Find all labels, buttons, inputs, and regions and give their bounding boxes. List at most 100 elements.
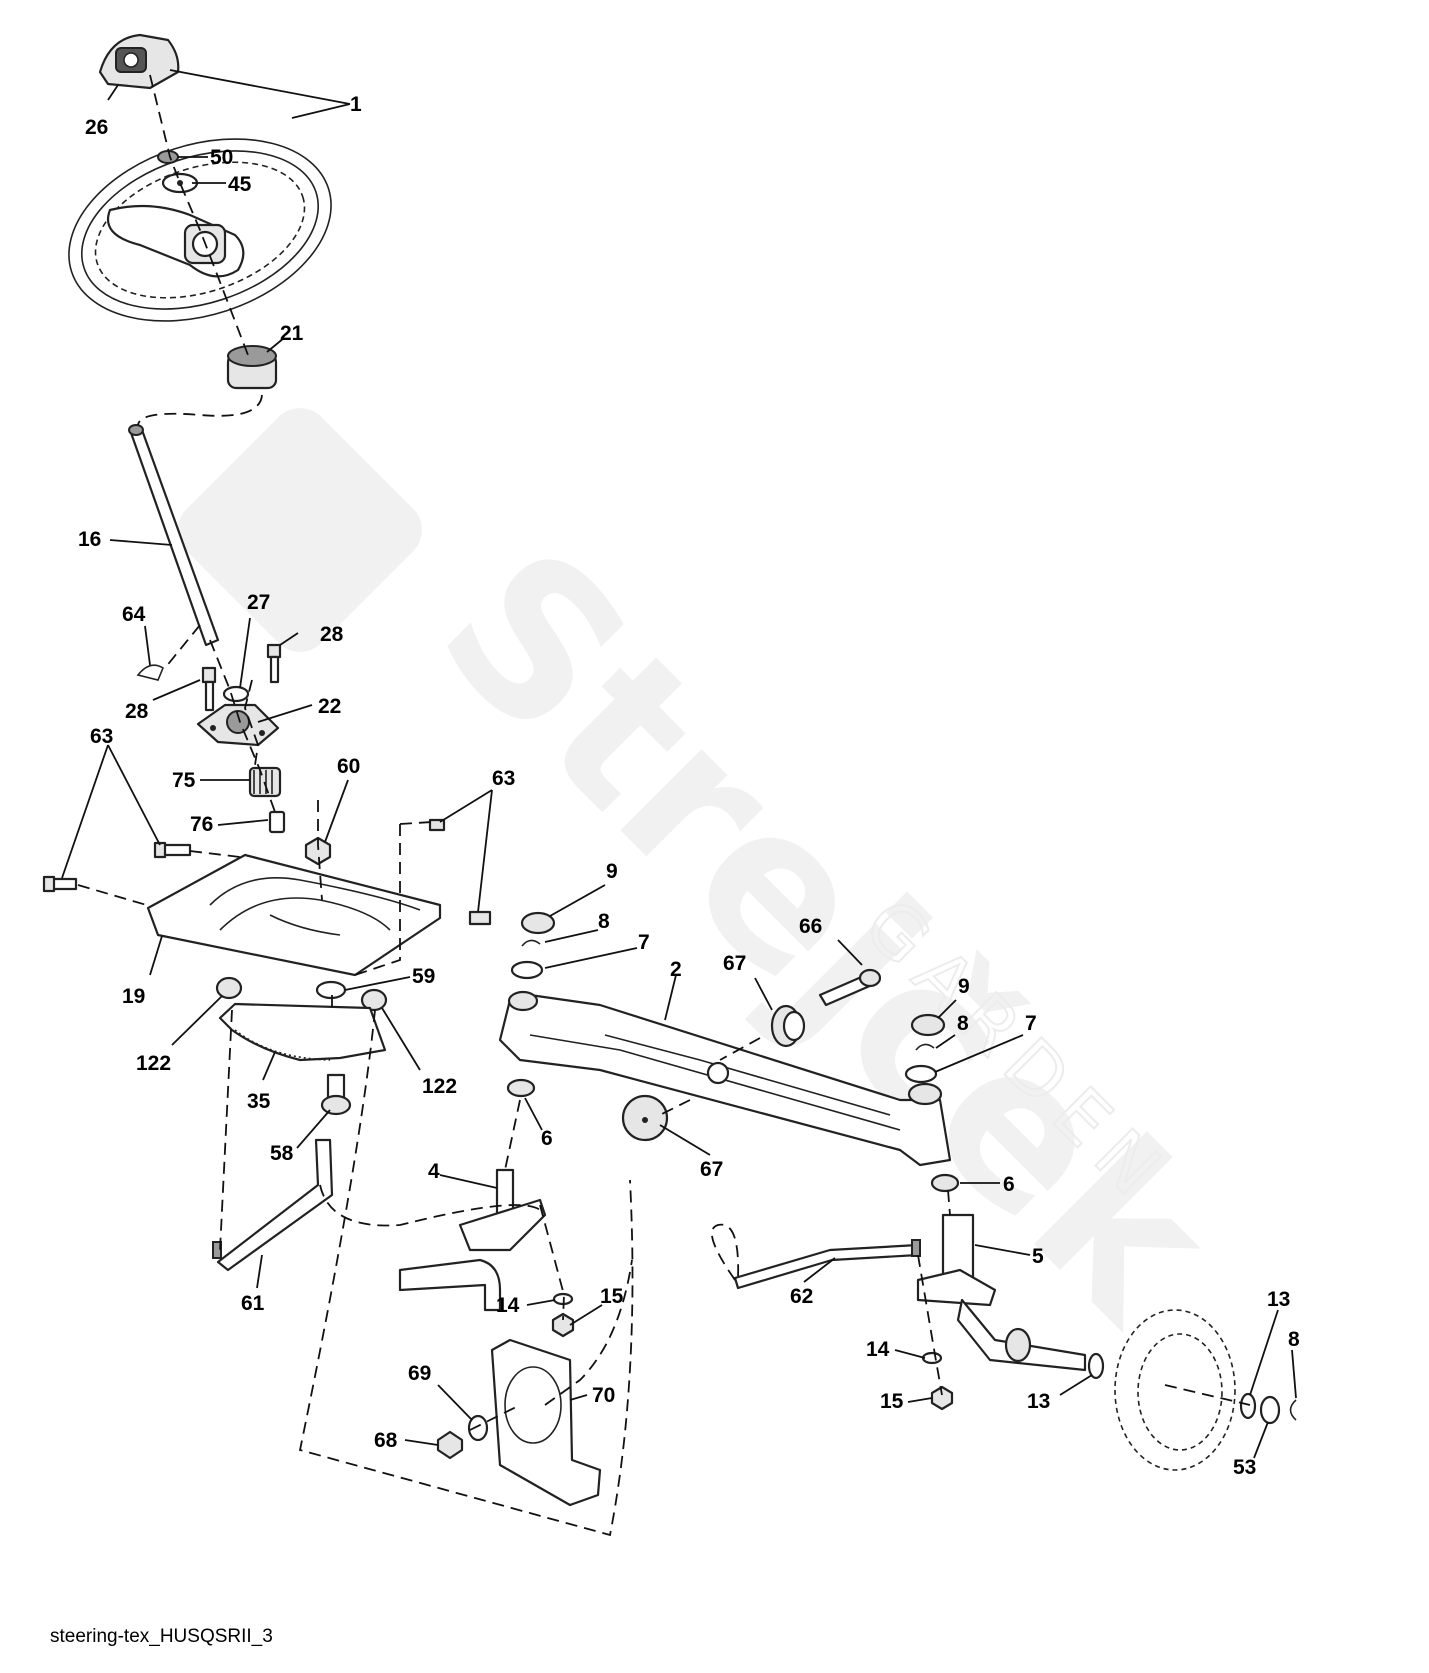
cap-9-right — [910, 1013, 946, 1037]
watermark-brand: Strejček — [395, 502, 1262, 1369]
bolt-28-right — [266, 643, 282, 684]
nut-122-right — [360, 988, 388, 1012]
callout-60: 60 — [337, 755, 360, 778]
bolt-28-left — [201, 666, 217, 712]
washer-7-right — [904, 1064, 938, 1084]
washer-13-inner — [1087, 1352, 1105, 1380]
nut-50 — [157, 150, 179, 164]
bushing-6-right — [930, 1173, 960, 1193]
callout-14-left: 14 — [496, 1294, 520, 1317]
callout-59: 59 — [412, 965, 435, 988]
callout-61: 61 — [241, 1292, 265, 1315]
callout-13-bottom: 13 — [1027, 1390, 1050, 1413]
front-wheel — [1114, 1309, 1236, 1471]
front-axle-2 — [498, 990, 952, 1167]
clip-64 — [136, 664, 165, 681]
callout-5: 5 — [1032, 1245, 1044, 1268]
callout-14-right: 14 — [866, 1338, 890, 1361]
washer-45 — [161, 172, 199, 194]
clip-8-left — [521, 939, 541, 947]
watermark-logo-icon — [178, 408, 422, 652]
callout-68: 68 — [374, 1429, 398, 1452]
callout-28-right: 28 — [320, 623, 344, 646]
steering-shaft — [128, 424, 220, 647]
washer-69 — [467, 1414, 489, 1442]
callout-75: 75 — [172, 769, 196, 792]
callout-58: 58 — [270, 1142, 294, 1165]
callout-28-left: 28 — [125, 700, 149, 723]
diagram-caption: steering-tex_HUSQSRII_3 — [50, 1626, 273, 1647]
callout-6-left: 6 — [541, 1127, 553, 1150]
callout-4: 4 — [428, 1160, 440, 1183]
callout-63-right: 63 — [492, 767, 515, 790]
hub-cap — [98, 33, 180, 90]
callout-1: 1 — [350, 93, 362, 116]
callout-13-top: 13 — [1267, 1288, 1290, 1311]
spacer-67-bottom — [621, 1094, 669, 1142]
callout-8-right: 8 — [957, 1012, 969, 1035]
callout-26: 26 — [85, 116, 108, 139]
callout-8-left: 8 — [598, 910, 610, 933]
washer-53 — [1259, 1395, 1281, 1425]
callout-50: 50 — [210, 146, 233, 169]
callout-22: 22 — [318, 695, 341, 718]
callout-35: 35 — [247, 1090, 271, 1113]
callout-45: 45 — [228, 173, 252, 196]
callout-70: 70 — [592, 1384, 615, 1407]
flange-bearing-22 — [196, 703, 280, 747]
callouts: 1 26 50 45 21 16 27 28 64 28 22 63 75 60… — [78, 93, 1300, 1479]
callout-64: 64 — [122, 603, 146, 626]
bolt-68 — [436, 1430, 464, 1460]
bushing-6-left — [506, 1078, 536, 1098]
callout-21: 21 — [280, 322, 304, 345]
callout-6-right: 6 — [1003, 1173, 1015, 1196]
spacer-67-top — [770, 1004, 806, 1048]
bolt-76 — [268, 810, 286, 834]
clip-8-wheel — [1289, 1399, 1297, 1421]
bolt-63-b — [42, 875, 78, 893]
callout-27: 27 — [247, 591, 270, 614]
bracket-70 — [490, 1338, 602, 1507]
callout-63-left: 63 — [90, 725, 113, 748]
clip-8-right — [915, 1043, 935, 1051]
callout-69: 69 — [408, 1362, 431, 1385]
bushing-21 — [226, 345, 278, 390]
support-plate-19 — [146, 853, 442, 977]
callout-19: 19 — [122, 985, 145, 1008]
callout-7-left: 7 — [638, 931, 650, 954]
drag-link-61 — [212, 1138, 334, 1272]
callout-122-left: 122 — [136, 1052, 171, 1075]
nut-15-left — [551, 1312, 575, 1338]
bolt-63-a — [153, 841, 192, 859]
callout-67-top: 67 — [723, 952, 746, 975]
washer-14-right — [921, 1351, 943, 1365]
nut-15-right — [930, 1385, 954, 1411]
callout-66: 66 — [799, 915, 822, 938]
leader-lines — [61, 69, 1297, 1459]
callout-2: 2 — [670, 958, 682, 981]
callout-16: 16 — [78, 528, 101, 551]
washer-59 — [315, 980, 347, 1000]
spindle-5 — [916, 1213, 1087, 1372]
callout-15-left: 15 — [600, 1285, 624, 1308]
washer-7-left — [510, 960, 544, 980]
nut-122-left — [215, 976, 243, 1000]
callout-7-right: 7 — [1025, 1012, 1037, 1035]
assembly-lines — [77, 74, 1251, 1537]
callout-8-wheel: 8 — [1288, 1328, 1300, 1351]
bolt-63-d — [468, 910, 492, 926]
callout-62: 62 — [790, 1285, 813, 1308]
callout-15-right: 15 — [880, 1390, 904, 1413]
bolt-66 — [818, 968, 882, 1007]
callout-9-right: 9 — [958, 975, 970, 998]
spindle-4 — [398, 1168, 547, 1312]
callout-53: 53 — [1233, 1456, 1256, 1479]
callout-76: 76 — [190, 813, 213, 836]
cap-9-left — [520, 911, 556, 935]
callout-122-right: 122 — [422, 1075, 457, 1098]
bolt-63-c — [428, 818, 446, 832]
bolt-58 — [320, 1073, 352, 1116]
callout-9-left: 9 — [606, 860, 618, 883]
sector-gear-35 — [218, 1002, 387, 1062]
